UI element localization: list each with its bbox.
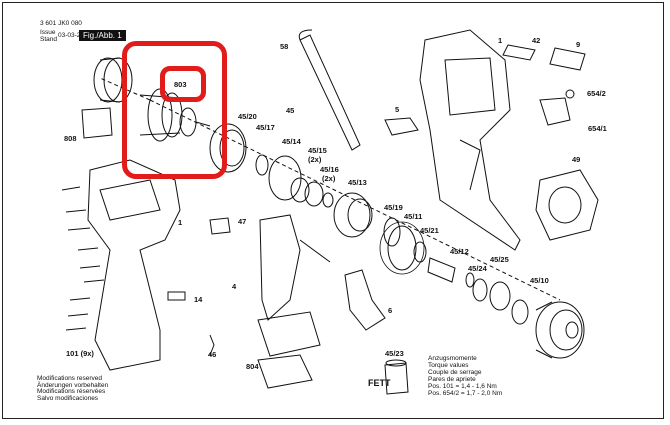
modifications-note: Modifications reserved Änderungen vorbeh… [37, 375, 109, 402]
part-label-1-left: 1 [178, 218, 183, 227]
part-label-6: 6 [388, 306, 393, 315]
torque-line: Pos. 654/2 = 1,7 - 2,0 Nm [428, 390, 503, 397]
drawing-code: 3 601 JK0 080 [40, 20, 82, 27]
torque-line: Anzugsmomente [428, 355, 477, 362]
part-label-47: 47 [238, 217, 247, 226]
part-label-5: 5 [395, 105, 400, 114]
part-label-9: 9 [576, 40, 581, 49]
torque-values: Anzugsmomente Torque values Couple de se… [428, 355, 502, 397]
torque-line: Torque values [428, 362, 469, 369]
part-label-46: 46 [208, 350, 217, 359]
footer-line: Salvo modificaciones [37, 394, 99, 402]
part-label-45-17: 45/17 [256, 123, 275, 132]
part-label-45-24: 45/24 [468, 264, 487, 273]
part-label-2x-a: (2x) [308, 155, 322, 164]
label-808-part [81, 107, 113, 139]
figure-tag: Fig./Abb. 1 [79, 30, 126, 41]
part-label-654-1: 654/1 [588, 124, 607, 133]
part-label-808: 808 [64, 134, 77, 143]
gear-set [268, 155, 334, 208]
electronics-module [257, 214, 331, 389]
part-label-1-top: 1 [498, 36, 503, 45]
part-label-4: 4 [232, 282, 237, 291]
part-label-45-19: 45/19 [384, 203, 403, 212]
part-label-101: 101 (9x) [66, 349, 94, 358]
part-label-654-2: 654/2 [587, 89, 606, 98]
footer-line: Modifications reserved [37, 375, 103, 382]
part-label-45-16: 45/16 [320, 165, 339, 174]
part-label-45-20: 45/20 [238, 112, 257, 121]
issue-date: 03-03-22 [58, 32, 85, 39]
part-label-49: 49 [572, 155, 581, 164]
part-label-45-23: 45/23 [385, 349, 404, 358]
part-label-2x-b: (2x) [322, 174, 336, 183]
part-label-45-11: 45/11 [404, 212, 423, 221]
highlight-part-803 [160, 66, 206, 102]
part-label-45-15: 45/15 [308, 146, 327, 155]
footer-line: Modifications réservées [37, 388, 106, 395]
part-label-45-13: 45/13 [348, 178, 367, 187]
torque-line: Pares de apriete [428, 376, 476, 383]
grease-label: FETT [368, 378, 391, 388]
part-label-14: 14 [194, 295, 203, 304]
part-label-58: 58 [280, 42, 289, 51]
part-label-45-10: 45/10 [530, 276, 549, 285]
part-label-45-25: 45/25 [490, 255, 509, 264]
stand-label: Stand [40, 36, 57, 43]
diagram-frame [2, 2, 664, 419]
part-label-42: 42 [532, 36, 541, 45]
part-label-45-21: 45/21 [420, 226, 439, 235]
screws-101 [61, 186, 105, 331]
footer-line: Änderungen vorbehalten [37, 381, 109, 389]
part-label-45: 45 [286, 106, 295, 115]
issue-label: Issue [40, 29, 56, 36]
highlight-box [122, 41, 227, 179]
housing-right-half [419, 29, 521, 251]
part-label-45-14: 45/14 [282, 137, 301, 146]
housing-left-half [87, 159, 181, 371]
part-label-803: 803 [174, 80, 187, 89]
torque-line: Couple de serrage [428, 369, 482, 376]
part-label-804: 804 [246, 362, 259, 371]
part-label-45-12: 45/12 [450, 247, 469, 256]
torque-line: Pos. 101 = 1,4 - 1,6 Nm [428, 383, 497, 390]
chuck-sleeve [535, 301, 585, 359]
